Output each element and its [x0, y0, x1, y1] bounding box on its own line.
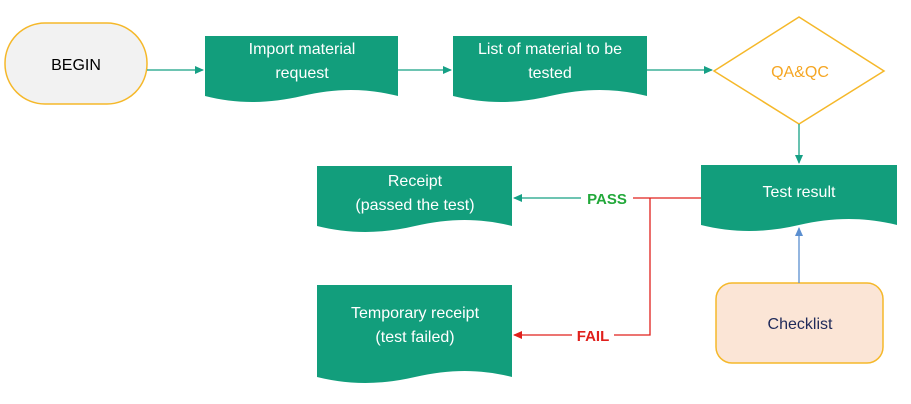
pass-label: PASS — [587, 191, 627, 208]
list-material-label-line1: List of material to be — [478, 41, 622, 58]
import-request-label-line2: request — [275, 65, 329, 82]
temp-receipt-node: Temporary receipt (test failed) — [317, 285, 512, 383]
receipt-label-line2: (passed the test) — [355, 197, 474, 214]
fail-label-bg — [572, 326, 614, 344]
qaqc-label: QA&QC — [771, 64, 829, 81]
connector-fail-to-temp-receipt — [513, 198, 651, 339]
checklist-label: Checklist — [768, 316, 833, 333]
import-request-label-line1: Import material — [249, 41, 356, 58]
receipt-node: Receipt (passed the test) — [317, 166, 512, 232]
qaqc-decision-node: QA&QC — [712, 16, 886, 125]
test-result-node: Test result — [701, 165, 897, 231]
fail-label: FAIL — [577, 328, 610, 345]
temp-receipt-label-line2: (test failed) — [375, 329, 454, 346]
test-result-label: Test result — [763, 184, 836, 201]
begin-node: BEGIN — [4, 22, 148, 105]
receipt-label-line1: Receipt — [388, 173, 443, 190]
list-material-label-line2: tested — [528, 65, 572, 82]
temp-receipt-label-line1: Temporary receipt — [351, 305, 480, 322]
import-request-node: Import material request — [205, 36, 398, 102]
begin-label: BEGIN — [51, 57, 101, 74]
checklist-node: Checklist — [715, 282, 884, 364]
list-material-node: List of material to be tested — [453, 36, 647, 102]
pass-label-bg — [581, 189, 633, 207]
